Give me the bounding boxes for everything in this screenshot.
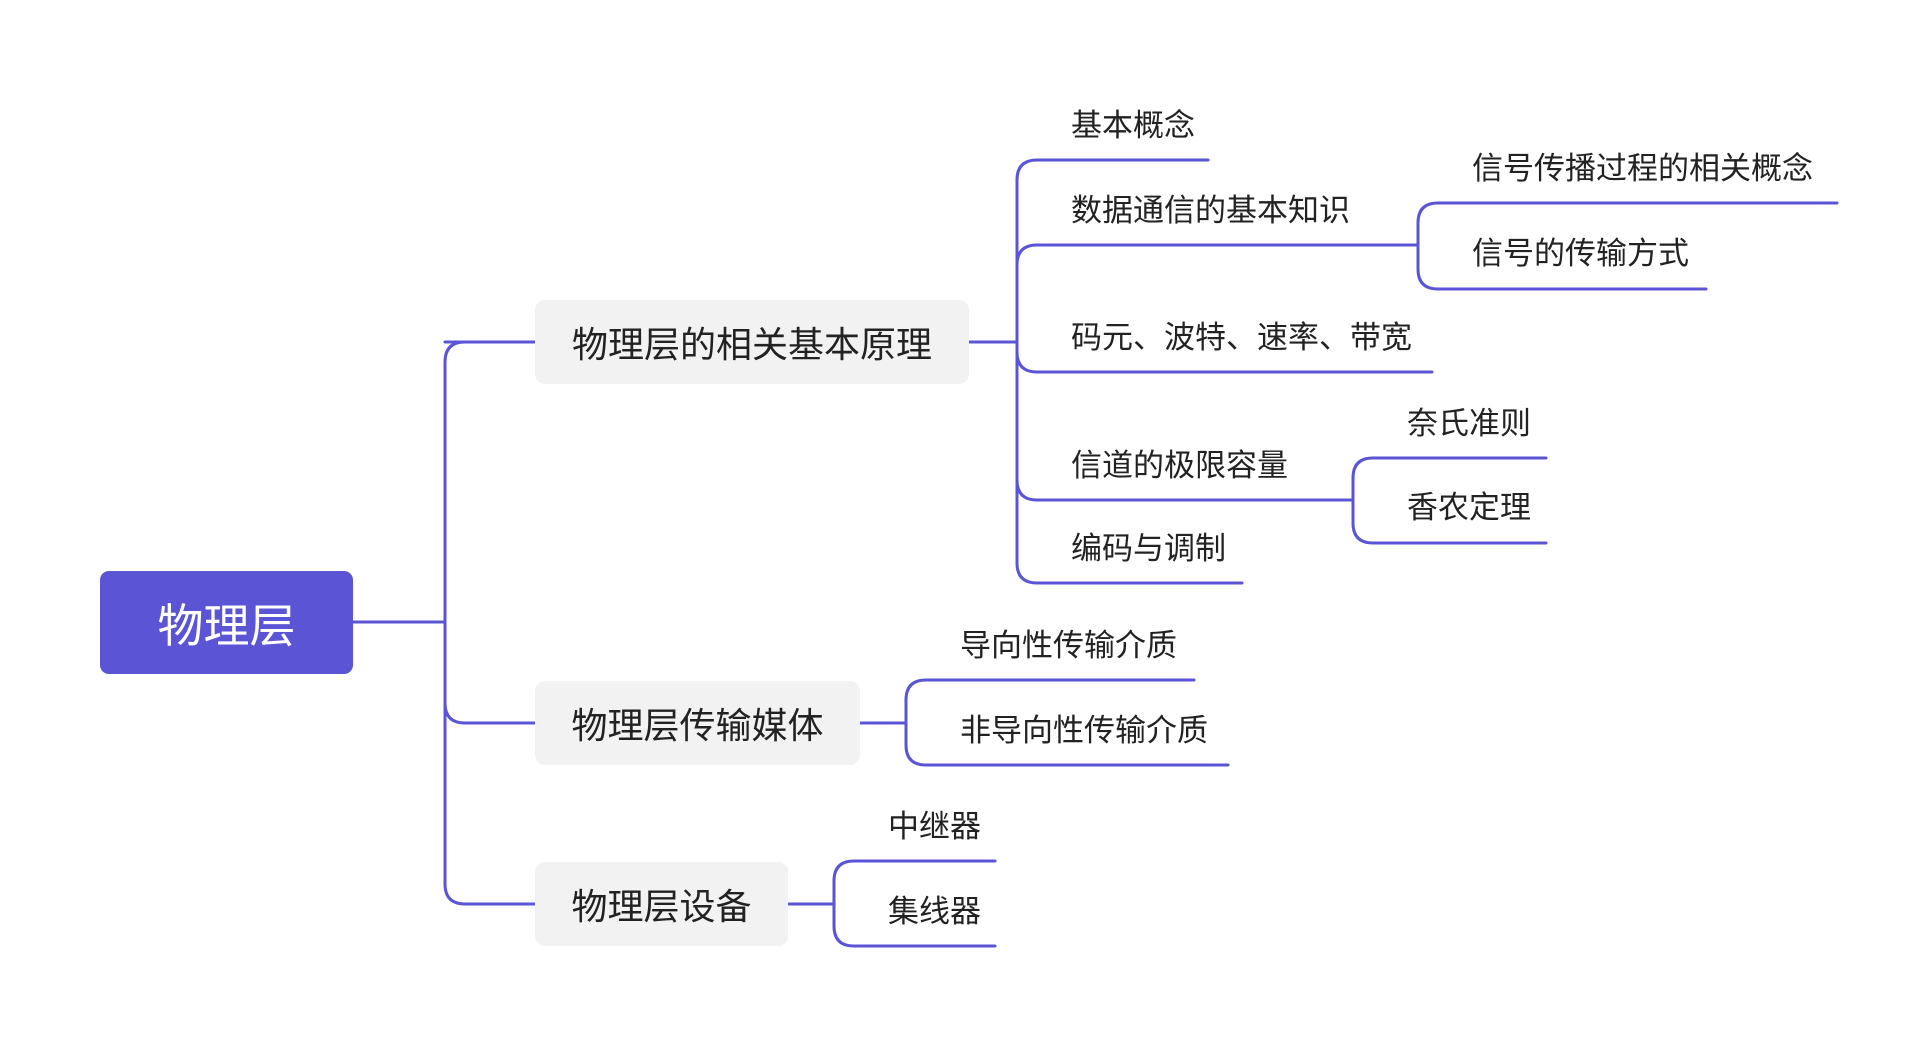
topic-nyquist[interactable]: 奈氏准则 xyxy=(1407,406,1531,442)
connector-channel-capacity xyxy=(1015,478,1355,502)
topic-data-comm[interactable]: 数据通信的基本知识 xyxy=(1071,193,1350,229)
connector-channel-spine xyxy=(1351,456,1548,545)
connector-root-spine xyxy=(443,340,537,906)
connector-devices-spine xyxy=(832,859,997,948)
topic-hub[interactable]: 集线器 xyxy=(888,894,981,930)
topic-repeater[interactable]: 中继器 xyxy=(888,809,981,845)
topic-symbol-rate[interactable]: 码元、波特、速率、带宽 xyxy=(1071,320,1412,356)
branch-principles[interactable]: 物理层的相关基本原理 xyxy=(535,300,969,384)
connector-principles-spine xyxy=(1015,158,1244,585)
connector-data-comm-spine xyxy=(1416,201,1708,291)
topic-unguided-media[interactable]: 非导向性传输介质 xyxy=(960,713,1208,749)
topic-signal-concepts[interactable]: 信号传播过程的相关概念 xyxy=(1472,151,1813,187)
root-node[interactable]: 物理层 xyxy=(100,571,353,674)
branch-devices[interactable]: 物理层设备 xyxy=(535,862,788,946)
connector-symbol-rate xyxy=(1015,350,1434,374)
topic-channel-capacity[interactable]: 信道的极限容量 xyxy=(1071,448,1288,484)
topic-coding[interactable]: 编码与调制 xyxy=(1071,531,1226,567)
connector-media-spine xyxy=(904,678,1230,767)
topic-signal-transmission[interactable]: 信号的传输方式 xyxy=(1472,236,1689,272)
branch-media[interactable]: 物理层传输媒体 xyxy=(535,681,860,765)
connector-root-media-h xyxy=(443,701,537,725)
topic-shannon[interactable]: 香农定理 xyxy=(1407,490,1531,526)
topic-basic-concepts[interactable]: 基本概念 xyxy=(1071,108,1195,144)
connector-data-comm xyxy=(1015,243,1420,267)
topic-guided-media[interactable]: 导向性传输介质 xyxy=(960,628,1177,664)
